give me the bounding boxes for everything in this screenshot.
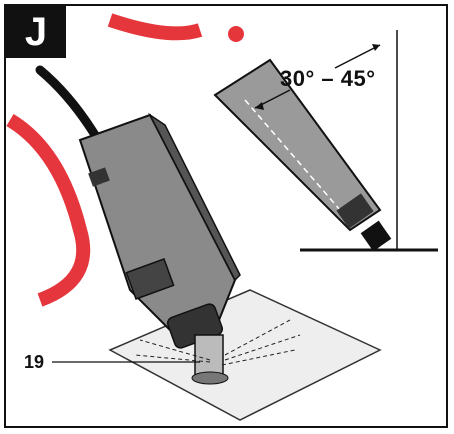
- power-cable: [35, 65, 100, 140]
- watermark: [6, 13, 244, 307]
- angle-range-label: 30° – 45°: [280, 66, 376, 91]
- dust-lines: [134, 319, 301, 366]
- trim-router-tool: [78, 112, 241, 385]
- inset-angled-tool: [213, 30, 438, 252]
- part-number-label: 19: [24, 352, 45, 372]
- figure-letter-badge: J: [6, 6, 66, 58]
